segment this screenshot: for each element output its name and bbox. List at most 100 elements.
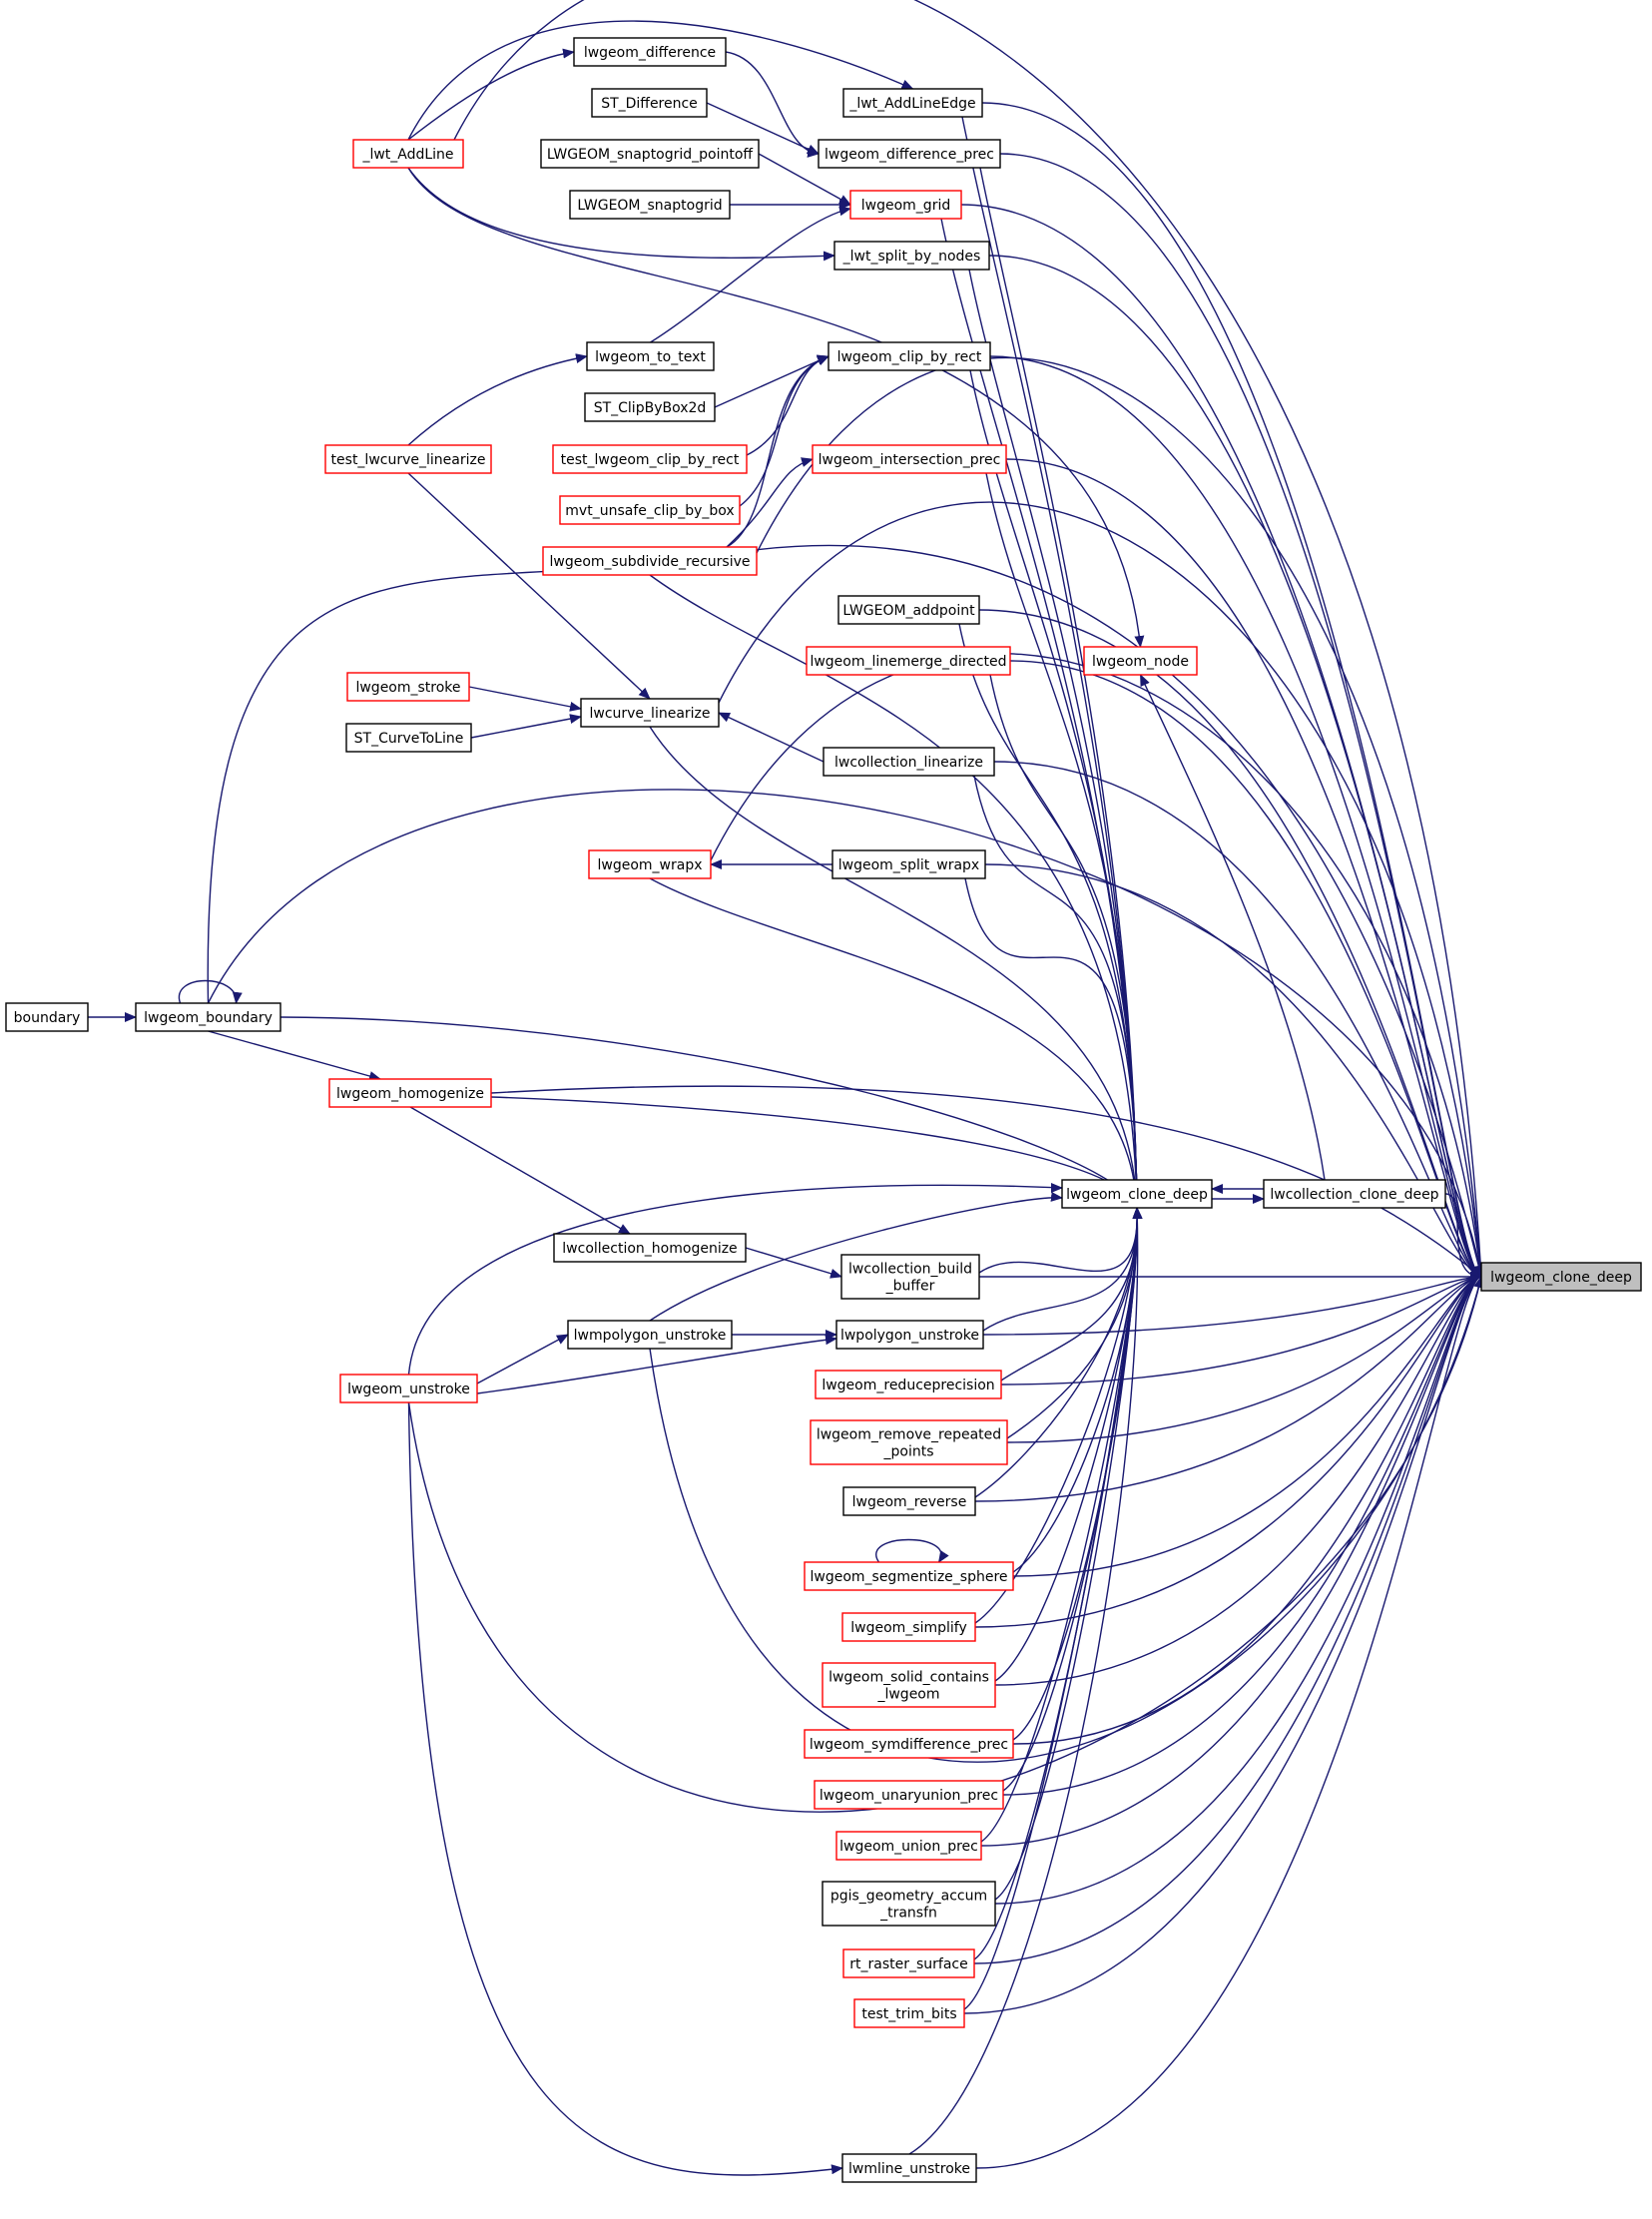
node-lwgeom-simplify[interactable]: lwgeom_simplify bbox=[841, 1612, 976, 1642]
node-lwcollection-homogenize[interactable]: lwcollection_homogenize bbox=[553, 1233, 747, 1263]
node-lwgeom-stroke[interactable]: lwgeom_stroke bbox=[346, 672, 470, 702]
node-label: lwgeom_unaryunion_prec bbox=[820, 1788, 998, 1804]
edge-lwgeom_boundary-to-focus bbox=[207, 789, 1485, 1278]
node-ST-Difference[interactable]: ST_Difference bbox=[591, 88, 708, 118]
edge-stroke-to-lwcurve bbox=[468, 686, 582, 712]
node-box bbox=[831, 849, 986, 879]
edge-lwgeom_difference_prec-to-focus bbox=[999, 153, 1482, 1282]
node-lwgeom-difference-prec[interactable]: lwgeom_difference_prec bbox=[818, 139, 1001, 169]
node-lwgeom-wrapx[interactable]: lwgeom_wrapx bbox=[588, 849, 712, 879]
node-LWGEOM-snaptogrid-pointoff[interactable]: LWGEOM_snaptogrid_pointoff bbox=[540, 139, 760, 169]
node-ST-ClipByBox2d[interactable]: ST_ClipByBox2d bbox=[584, 392, 716, 422]
node-LWGEOM-snaptogrid[interactable]: LWGEOM_snaptogrid bbox=[569, 190, 731, 220]
node-lwgeom-boundary[interactable]: lwgeom_boundary bbox=[135, 1002, 281, 1032]
node-box bbox=[818, 139, 1001, 169]
node-label: lwgeom_clone_deep bbox=[1066, 1187, 1208, 1203]
node-lwgeom-grid[interactable]: lwgeom_grid bbox=[849, 190, 962, 220]
node-box bbox=[346, 672, 470, 702]
node-pgis-geometry-accum-transfn[interactable]: pgis_geometry_accum_transfn bbox=[822, 1881, 996, 1927]
node-label: test_lwgeom_clip_by_rect bbox=[561, 452, 740, 468]
edge-lwgeom_unstroke-to-clone bbox=[407, 1182, 1063, 1376]
edge-unstroke-to-mpoly bbox=[476, 1334, 569, 1385]
node-lwmline-unstroke[interactable]: lwmline_unstroke bbox=[841, 2153, 977, 2183]
node-lwgeom-intersection-prec[interactable]: lwgeom_intersection_prec bbox=[812, 444, 1007, 474]
node-lwcollection-clone-deep[interactable]: lwcollection_clone_deep bbox=[1263, 1179, 1446, 1209]
edge-lwgeom_clip_by_rect-to-clone bbox=[969, 369, 1142, 1209]
edge-test_lwcurve-to-to_text bbox=[407, 353, 588, 446]
node-lwgeom-unstroke[interactable]: lwgeom_unstroke bbox=[339, 1374, 478, 1403]
edge-lwgeom_homogenize-to-focus bbox=[490, 1085, 1482, 1278]
node-lwgeom-remove-repeated-points[interactable]: lwgeom_remove_repeated_points bbox=[810, 1419, 1008, 1465]
node-lwgeom-reduceprecision[interactable]: lwgeom_reduceprecision bbox=[815, 1370, 1002, 1399]
node-box bbox=[573, 37, 727, 67]
node-lwgeom-difference[interactable]: lwgeom_difference bbox=[573, 37, 727, 67]
node-lwgeom-reverse[interactable]: lwgeom_reverse bbox=[842, 1486, 976, 1516]
node-lwgeom-split-wrapx[interactable]: lwgeom_split_wrapx bbox=[831, 849, 986, 879]
node-test-lwgeom-clip-by-rect[interactable]: test_lwgeom_clip_by_rect bbox=[552, 444, 748, 474]
node-lwgeom-linemerge-directed[interactable]: lwgeom_linemerge_directed bbox=[806, 646, 1011, 676]
node-label: _points bbox=[883, 1444, 934, 1460]
node-lwmpolygon-unstroke[interactable]: lwmpolygon_unstroke bbox=[567, 1320, 733, 1350]
node-box bbox=[580, 698, 720, 728]
node--lwt-AddLine[interactable]: _lwt_AddLine bbox=[352, 139, 464, 169]
node-lwgeom-clip-by-rect[interactable]: lwgeom_clip_by_rect bbox=[827, 341, 991, 371]
node-mvt-unsafe-clip-by-box[interactable]: mvt_unsafe_clip_by_box bbox=[559, 495, 741, 525]
edge-lwgeom_boundary-to-homogenize bbox=[208, 1030, 381, 1081]
node-lwcollection-build-buffer[interactable]: lwcollection_build_buffer bbox=[840, 1254, 980, 1300]
edge-lwgeom_homogenize-to-clone bbox=[490, 1096, 1139, 1209]
node-box bbox=[1263, 1179, 1446, 1209]
edge-lwgeom_segmentize_sphere-to-focus bbox=[1012, 1272, 1482, 1577]
node-label: lwgeom_remove_repeated bbox=[817, 1427, 1001, 1443]
node-ST-CurveToLine[interactable]: ST_CurveToLine bbox=[345, 723, 472, 753]
node-box bbox=[339, 1374, 478, 1403]
node-test-lwcurve-linearize[interactable]: test_lwcurve_linearize bbox=[324, 444, 492, 474]
node-label: _transfn bbox=[879, 1906, 937, 1922]
node--lwt-AddLineEdge[interactable]: _lwt_AddLineEdge bbox=[842, 88, 983, 118]
node-lwgeom-to-text[interactable]: lwgeom_to_text bbox=[586, 341, 715, 371]
node-lwcollection-linearize[interactable]: lwcollection_linearize bbox=[823, 747, 995, 777]
node-lwgeom-symdifference-prec[interactable]: lwgeom_symdifference_prec bbox=[804, 1729, 1014, 1759]
edge-test_lwcurve-to-lwcurve bbox=[407, 472, 651, 700]
node-lwgeom-unaryunion-prec[interactable]: lwgeom_unaryunion_prec bbox=[814, 1780, 1004, 1810]
edge-AddLine-to-split bbox=[407, 167, 835, 262]
node-box bbox=[842, 1486, 976, 1516]
node-lwcurve-linearize[interactable]: lwcurve_linearize bbox=[580, 698, 720, 728]
node-label: lwgeom_to_text bbox=[595, 349, 706, 365]
edge-lwgeom_simplify-to-clone bbox=[974, 1207, 1143, 1624]
edge-test_trim_bits-to-clone bbox=[963, 1207, 1143, 2010]
node-label: pgis_geometry_accum bbox=[830, 1889, 987, 1905]
node-box bbox=[827, 341, 991, 371]
node-lwgeom-solid-contains-lwgeom[interactable]: lwgeom_solid_contains_lwgeom bbox=[822, 1662, 996, 1708]
call-nodes: boundary lwgeom_boundary _lwt_AddLine test_… bbox=[5, 37, 1642, 2183]
node-box bbox=[1480, 1262, 1642, 1292]
node-label: lwmpolygon_unstroke bbox=[574, 1328, 727, 1344]
edge-pgis_geometry_accum_transfn-to-focus bbox=[994, 1272, 1482, 1905]
node-lwgeom-clone-deep[interactable]: lwgeom_clone_deep bbox=[1061, 1179, 1213, 1209]
node-box bbox=[1061, 1179, 1213, 1209]
edge-curvetoline-to-lwcurve bbox=[470, 714, 582, 739]
node-box bbox=[1083, 646, 1198, 676]
node-box bbox=[810, 1419, 1008, 1465]
node-lwpolygon-unstroke[interactable]: lwpolygon_unstroke bbox=[835, 1320, 984, 1350]
node-lwgeom-subdivide-recursive[interactable]: lwgeom_subdivide_recursive bbox=[542, 546, 758, 576]
node-box bbox=[840, 1254, 980, 1300]
node-rt-raster-surface[interactable]: rt_raster_surface bbox=[842, 1948, 975, 1978]
node-LWGEOM-addpoint[interactable]: LWGEOM_addpoint bbox=[837, 595, 980, 625]
edge-lwgeom_split_wrapx-to-clone bbox=[964, 877, 1142, 1209]
node-lwgeom-union-prec[interactable]: lwgeom_union_prec bbox=[835, 1831, 982, 1861]
node-label: lwgeom_node bbox=[1092, 654, 1189, 670]
node-box bbox=[540, 139, 760, 169]
node-lwgeom-segmentize-sphere[interactable]: lwgeom_segmentize_sphere bbox=[804, 1561, 1014, 1591]
node-boundary[interactable]: boundary bbox=[5, 1002, 89, 1032]
node--lwt-split-by-nodes[interactable]: _lwt_split_by_nodes bbox=[833, 241, 990, 271]
node-lwgeom-clone-deep-focus[interactable]: lwgeom_clone_deep bbox=[1480, 1262, 1642, 1292]
node-lwgeom-node[interactable]: lwgeom_node bbox=[1083, 646, 1198, 676]
node-lwgeom-homogenize[interactable]: lwgeom_homogenize bbox=[328, 1078, 492, 1108]
node-test-trim-bits[interactable]: test_trim_bits bbox=[853, 1998, 965, 2028]
node-box bbox=[804, 1561, 1014, 1591]
node-label: lwgeom_stroke bbox=[355, 680, 460, 696]
edge-lwpolygon_unstroke-to-clone bbox=[982, 1207, 1143, 1332]
edge-lwgeom_difference-to-diffprec bbox=[725, 51, 820, 158]
edge-lwcollection_linearize-to-clone bbox=[973, 775, 1142, 1209]
edge-lwgeom_solid_contains_lwgeom-to-focus bbox=[994, 1272, 1482, 1686]
